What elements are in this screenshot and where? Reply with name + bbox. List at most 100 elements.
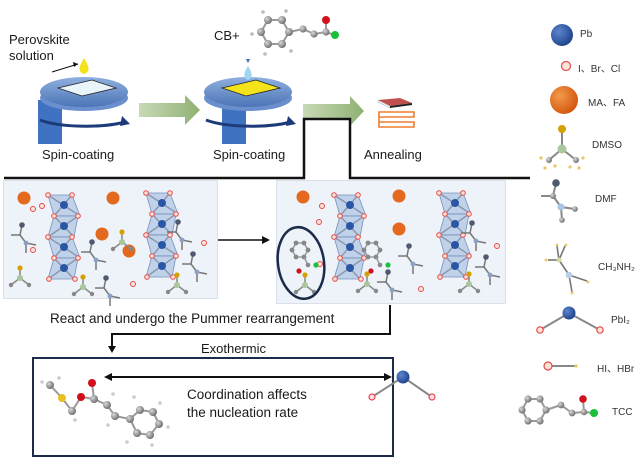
sulfoxide-o xyxy=(302,272,308,278)
reaction-label: React and undergo the Pummer rearrangeme… xyxy=(50,311,335,326)
halide-atom xyxy=(442,253,448,259)
halide-atom xyxy=(460,190,466,196)
dmf-molecule xyxy=(175,219,181,225)
halide-atom xyxy=(494,243,500,249)
coordination-box xyxy=(32,357,394,457)
annotation-pointer xyxy=(51,63,79,73)
halide-atom xyxy=(173,253,179,259)
step1-label: Spin-coating xyxy=(42,147,115,162)
halide-atom xyxy=(331,234,337,240)
halide-atom xyxy=(201,240,207,246)
dmso-molecule xyxy=(466,281,472,287)
dmf-molecule xyxy=(406,243,412,249)
sulfoxide-o xyxy=(364,271,370,277)
halide-atom xyxy=(173,211,179,217)
dmf-molecule xyxy=(483,254,489,260)
halide-atom xyxy=(436,190,442,196)
cation-sphere xyxy=(95,227,109,241)
substrate-2 xyxy=(220,79,282,97)
step3-label: Annealing xyxy=(364,147,422,162)
rotation-arrow-2 xyxy=(205,118,292,128)
pb-atom xyxy=(346,243,354,251)
legend-label-cation: MA、FA xyxy=(588,98,626,109)
tcc-molecule-icon xyxy=(518,395,598,425)
halide-atom xyxy=(30,247,36,253)
cation-sphere xyxy=(106,191,120,205)
dmf-molecule xyxy=(469,220,475,226)
substrate-1 xyxy=(56,79,118,97)
halide-atom xyxy=(45,234,51,240)
halide-atom xyxy=(167,190,173,196)
pb-atom xyxy=(396,370,410,384)
halide-atom xyxy=(337,213,343,219)
legend-label-halide: I、Br、Cl xyxy=(578,64,621,75)
rotation-arrow-1 xyxy=(39,118,126,128)
dmf-molecule xyxy=(89,239,95,245)
step2-label: Spin-coating xyxy=(213,147,286,162)
halide-atom xyxy=(355,192,361,198)
cation-sphere xyxy=(17,191,31,205)
tcc-molecule xyxy=(377,262,383,268)
legend-label-pb: Pb xyxy=(580,29,593,40)
coordination-line2: the nucleation rate xyxy=(187,405,299,420)
pb-atom xyxy=(158,199,166,207)
halide-atom xyxy=(75,213,81,219)
legend-label-dmf: DMF xyxy=(595,194,617,205)
cation-sphere xyxy=(392,189,406,203)
pb-atom xyxy=(158,262,166,270)
halide-atom xyxy=(69,234,75,240)
halide-atom xyxy=(319,203,325,209)
sulfoxide-o xyxy=(17,265,23,271)
halide-atom xyxy=(30,206,36,212)
halide-atom xyxy=(170,274,176,280)
legend-label-ch3nh2: CH₃NH₂ xyxy=(598,262,635,273)
halide-atom xyxy=(437,274,443,280)
sulfoxide-o xyxy=(119,229,125,235)
halide-atom xyxy=(149,253,155,259)
pb-atom xyxy=(346,201,354,209)
dmf-molecule xyxy=(103,275,109,281)
dmso-molecule xyxy=(119,239,125,245)
halide-atom xyxy=(130,281,136,287)
halide-atom xyxy=(39,203,45,209)
pb-atom-icon xyxy=(551,24,573,46)
pb-atom xyxy=(60,243,68,251)
sulfoxide-o xyxy=(80,274,86,280)
pb-atom xyxy=(451,199,459,207)
halide-atom xyxy=(442,211,448,217)
ch3nh2-molecule-icon xyxy=(544,243,590,295)
halide-atom xyxy=(51,213,57,219)
halide-atom xyxy=(331,192,337,198)
halide-atom xyxy=(466,211,472,217)
cation-sphere xyxy=(296,190,310,204)
halide-atom xyxy=(143,190,149,196)
dmso-molecule xyxy=(17,275,23,281)
dmso-molecule xyxy=(364,281,370,287)
dmso-molecule-icon xyxy=(539,125,585,170)
halide-atom xyxy=(69,192,75,198)
dmf-molecule-icon xyxy=(541,179,578,223)
halide-atom xyxy=(72,276,78,282)
halide-atom xyxy=(337,255,343,261)
legend-label-pbi2: PbI₂ xyxy=(611,315,630,326)
perovskite-label-line2: solution xyxy=(9,48,54,63)
halide-atom xyxy=(46,276,52,282)
sulfoxide-o xyxy=(174,272,180,278)
exothermic-label: Exothermic xyxy=(201,341,267,356)
cation-sphere xyxy=(392,222,406,236)
pbi2-molecule-icon xyxy=(536,306,604,334)
perovskite-label-line1: Perovskite xyxy=(9,32,70,47)
halide-atom-icon xyxy=(560,60,572,72)
highlight-ellipse xyxy=(276,225,326,301)
halide-atom xyxy=(355,234,361,240)
legend-label-hx: HI、HBr xyxy=(597,364,635,375)
cb-plus-label: CB+ xyxy=(214,28,240,43)
